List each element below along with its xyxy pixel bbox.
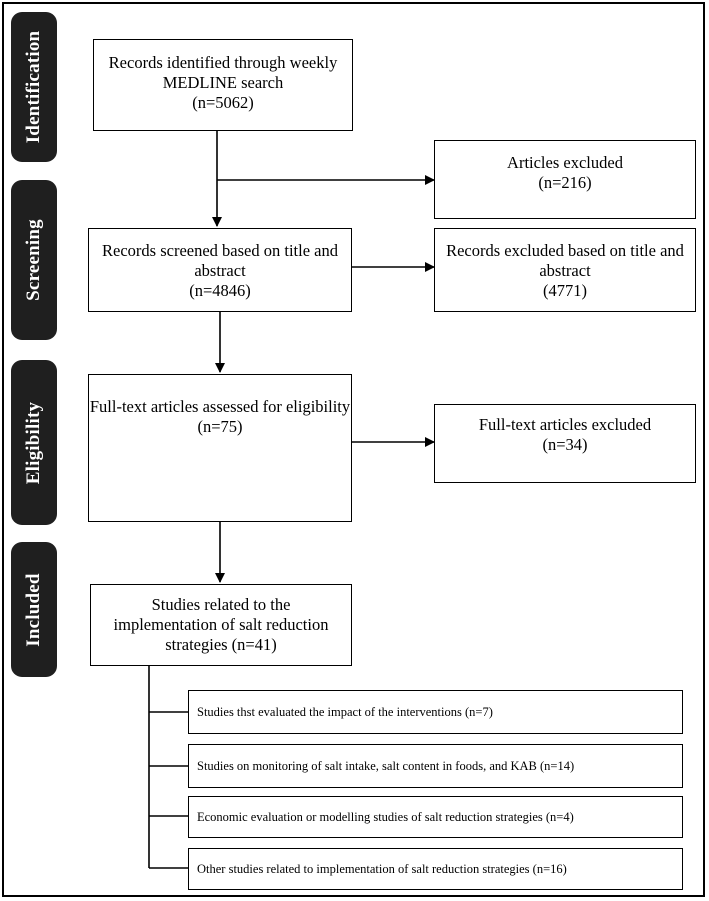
fulltext-excluded-text: Full-text articles excluded (n=34): [478, 415, 652, 454]
box-records-screened: Records screened based on title and abst…: [88, 228, 352, 312]
box-fulltext-assessed: Full-text articles assessed for eligibil…: [88, 374, 352, 522]
subcategory-text: Economic evaluation or modelling studies…: [197, 810, 574, 824]
fulltext-assessed-text: Full-text articles assessed for eligibil…: [89, 397, 351, 436]
subcategory-box: Other studies related to implementation …: [188, 848, 683, 890]
phase-screening: Screening: [11, 180, 57, 340]
box-included-studies: Studies related to the implementation of…: [90, 584, 352, 666]
box-records-excluded: Records excluded based on title and abst…: [434, 228, 696, 312]
subcategory-box: Economic evaluation or modelling studies…: [188, 796, 683, 838]
phase-eligibility: Eligibility: [11, 360, 57, 525]
records-screened-text: Records screened based on title and abst…: [102, 241, 338, 300]
subcategory-box: Studies thst evaluated the impact of the…: [188, 690, 683, 734]
phase-included: Included: [11, 542, 57, 677]
subcategory-text: Studies on monitoring of salt intake, sa…: [197, 759, 575, 773]
included-studies-text: Studies related to the implementation of…: [113, 595, 329, 654]
records-excluded-text: Records excluded based on title and abst…: [446, 241, 684, 300]
box-articles-excluded: Articles excluded (n=216): [434, 140, 696, 219]
subcategory-box: Studies on monitoring of salt intake, sa…: [188, 744, 683, 788]
box-records-identified: Records identified through weekly MEDLIN…: [93, 39, 353, 131]
box-fulltext-excluded: Full-text articles excluded (n=34): [434, 404, 696, 483]
phase-identification: Identification: [11, 12, 57, 162]
records-identified-text: Records identified through weekly MEDLIN…: [108, 53, 338, 112]
subcategory-text: Other studies related to implementation …: [197, 862, 567, 876]
subcategory-text: Studies thst evaluated the impact of the…: [197, 705, 493, 719]
articles-excluded-text: Articles excluded (n=216): [507, 153, 623, 192]
